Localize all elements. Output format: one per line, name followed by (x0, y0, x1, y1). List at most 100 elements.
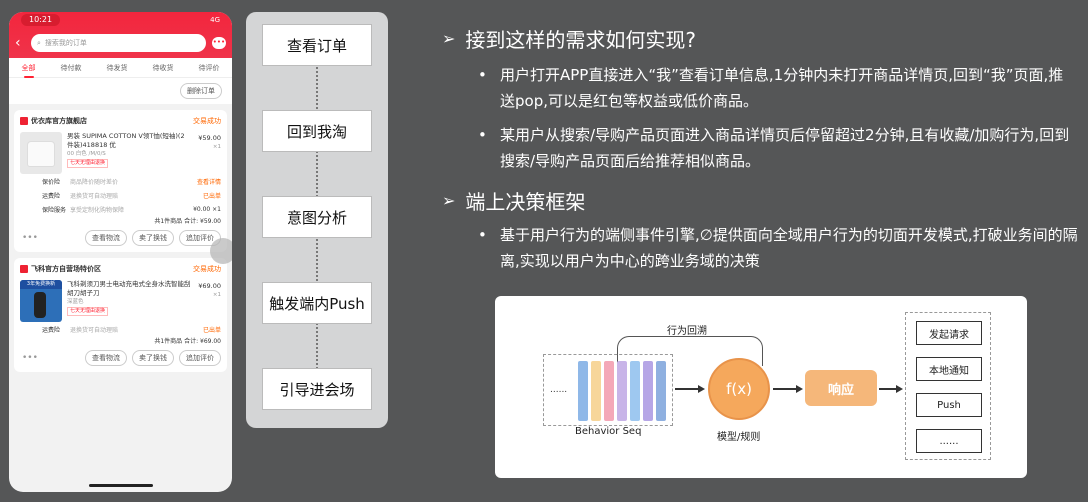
phone-screenshot: 10:21 4G ‹ ⌕ 搜索我的订单 ••• 全部 待付款 待发货 待收货 待… (9, 12, 232, 492)
arrow-bullet-icon: ➢ (442, 29, 456, 48)
arrow-bullet-icon: ➢ (442, 191, 456, 210)
shop-logo-icon (20, 117, 28, 125)
product-spec: 00 白色 /M/0/S (67, 151, 106, 157)
tshirt-icon (28, 142, 54, 166)
section-heading: ➢ 接到这样的需求如何实现? (442, 24, 696, 53)
shop-name[interactable]: 优衣库官方旗舰店 (31, 117, 87, 125)
tab-pending-ship[interactable]: 待发货 (106, 63, 128, 72)
service-status: 已出单 (202, 326, 221, 334)
service-link[interactable]: 查看详情 (196, 178, 221, 186)
flow-step-intent-analysis: 意图分析 (262, 196, 372, 238)
flow-step-guide-venue: 引导进会场 (262, 368, 372, 410)
bullet-dot-icon: • (478, 226, 487, 244)
product-title: 飞科剃须刀男士电动充电式全身水洗智能刮胡刀胡子刀 (67, 280, 191, 297)
service-status: 已出单 (202, 192, 221, 200)
add-review-button[interactable]: 追加评价 (179, 350, 221, 366)
service-row: 运费险 退换货可自动理赔 已出单 (42, 188, 221, 202)
output-request: 发起请求 (916, 321, 982, 345)
behavior-bar (604, 361, 614, 421)
section-heading: ➢ 端上决策框架 (442, 186, 585, 215)
decision-framework-diagram: 行为回溯 ...... Behavior Seq f(x) 模型/规则 响应 发… (495, 296, 1027, 478)
phone-header: 10:21 4G ‹ ⌕ 搜索我的订单 ••• (9, 12, 232, 58)
behavior-seq-label: Behavior Seq (575, 426, 642, 437)
home-indicator[interactable] (89, 484, 153, 487)
order-card: 飞科官方自营场特价区 交易成功 3年免费换新 飞科剃须刀男士电动充电式全身水洗智… (14, 258, 227, 372)
service-row: 保险服务 享受定制化购物保障 ¥0.00 ×1 (42, 202, 221, 216)
service-key: 保价险 (42, 178, 61, 186)
signal-icon: 4G (210, 16, 220, 24)
product-price: ¥59.00 (198, 134, 221, 142)
bullet-item: • 某用户从搜索/导购产品页面进入商品详情页后停留超过2分钟,且有收藏/加购行为… (478, 122, 1078, 174)
arrow-icon (879, 385, 903, 393)
product-row[interactable]: 男装 SUPIMA COTTON V领T恤(短袖)(2件装)418818 优 0… (20, 132, 221, 174)
behavior-bar (617, 361, 627, 421)
behavior-bar (630, 361, 640, 421)
service-value: 商品降价随时差价 (70, 178, 119, 186)
tab-pending-receive[interactable]: 待收货 (152, 63, 174, 72)
service-key: 运费险 (42, 192, 61, 200)
service-key: 保险服务 (42, 206, 67, 214)
seq-dots: ...... (550, 385, 568, 395)
floating-touch-icon[interactable] (210, 238, 232, 264)
bullet-item: • 基于用户行为的端侧事件引擎,∅提供面向全域用户行为的切面开发模式,打破业务间… (478, 222, 1078, 274)
product-qty: ×1 (212, 144, 221, 150)
resell-button[interactable]: 卖了换钱 (132, 230, 174, 246)
product-row[interactable]: 3年免费换新 飞科剃须刀男士电动充电式全身水洗智能刮胡刀胡子刀 深蓝色 七天无理… (20, 280, 221, 322)
output-more: ...... (916, 429, 982, 453)
service-value: 享受定制化购物保障 (70, 206, 125, 214)
loop-label: 行为回溯 (667, 326, 707, 337)
outputs-box: 发起请求 本地通知 Push ...... (905, 312, 991, 460)
product-price: ¥69.00 (198, 282, 221, 290)
behavior-bar (656, 361, 666, 421)
tab-all[interactable]: 全部 (21, 63, 36, 78)
order-tabs: 全部 待付款 待发货 待收货 待评价 (9, 58, 232, 78)
service-key: 运费险 (42, 326, 61, 334)
behavior-bar (643, 361, 653, 421)
service-value: 退换货可自动理赔 (70, 326, 119, 334)
bullet-text: 基于用户行为的端侧事件引擎,∅提供面向全域用户行为的切面开发模式,打破业务间的隔… (500, 226, 1078, 270)
product-badge: 3年免费换新 (20, 280, 62, 289)
back-arrow-icon[interactable]: ‹ (15, 35, 21, 51)
return-tag: 七天无理由退换 (67, 307, 109, 316)
chat-icon[interactable]: ••• (212, 37, 226, 49)
bullet-dot-icon: • (478, 66, 487, 84)
order-card: 优衣库官方旗舰店 交易成功 男装 SUPIMA COTTON V领T恤(短袖)(… (14, 110, 227, 252)
delete-order-button[interactable]: 删除订单 (180, 83, 222, 99)
product-image[interactable]: 3年免费换新 (20, 280, 62, 322)
product-spec: 深蓝色 (67, 299, 84, 305)
search-input[interactable]: ⌕ 搜索我的订单 (31, 34, 206, 52)
shop-name[interactable]: 飞科官方自营场特价区 (31, 265, 101, 273)
order-total: 共1件商品 合计: ¥59.00 (154, 218, 221, 225)
order-state: 交易成功 (193, 265, 221, 273)
product-image[interactable] (20, 132, 62, 174)
arrow-icon (675, 385, 705, 393)
search-icon: ⌕ (37, 38, 41, 47)
order-total: 共1件商品 合计: ¥69.00 (154, 338, 221, 345)
tab-pending-pay[interactable]: 待付款 (60, 63, 82, 72)
fx-node: f(x) (708, 358, 770, 420)
status-bar: 10:21 4G (9, 12, 232, 28)
more-icon[interactable]: ••• (22, 233, 38, 243)
behavior-seq-box: ...... (543, 354, 673, 426)
more-icon[interactable]: ••• (22, 353, 38, 363)
behavior-bar (578, 361, 588, 421)
response-node: 响应 (805, 370, 877, 406)
bullet-text: 某用户从搜索/导购产品页面进入商品详情页后停留超过2分钟,且有收藏/加购行为,回… (500, 126, 1070, 170)
search-placeholder: 搜索我的订单 (44, 39, 87, 47)
feedback-loop-line (617, 336, 763, 366)
tab-pending-review[interactable]: 待评价 (198, 63, 220, 72)
bullet-item: • 用户打开APP直接进入“我”查看订单信息,1分钟内未打开商品详情页,回到“我… (478, 62, 1078, 114)
flow-step-view-order: 查看订单 (262, 24, 372, 66)
product-qty: ×1 (212, 292, 221, 298)
fx-label: 模型/规则 (717, 432, 761, 443)
razor-icon (34, 292, 46, 318)
view-logistics-button[interactable]: 查看物流 (85, 350, 127, 366)
heading-text: 接到这样的需求如何实现? (465, 28, 697, 52)
heading-text: 端上决策框架 (465, 190, 586, 214)
view-logistics-button[interactable]: 查看物流 (85, 230, 127, 246)
resell-button[interactable]: 卖了换钱 (132, 350, 174, 366)
output-local-notify: 本地通知 (916, 357, 982, 381)
product-title: 男装 SUPIMA COTTON V领T恤(短袖)(2件装)418818 优 (67, 132, 185, 149)
shop-logo-icon (20, 265, 28, 273)
service-price: ¥0.00 ×1 (193, 205, 221, 213)
